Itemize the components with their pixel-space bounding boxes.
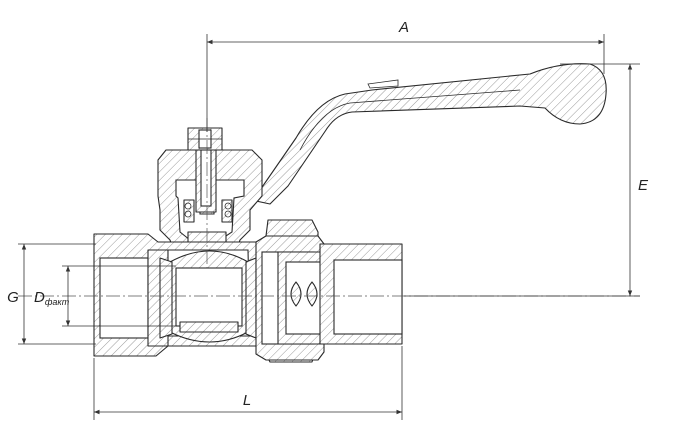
- dimension-d-main: D: [34, 289, 45, 306]
- dimension-e-label: E: [638, 177, 649, 194]
- dimension-a-label: A: [398, 19, 409, 36]
- dimension-g-label: G: [7, 289, 19, 306]
- dimension-g: G: [7, 243, 96, 345]
- dimension-l-label: L: [243, 392, 251, 409]
- dimension-d-fact-label: Dфакт: [34, 289, 70, 307]
- dimension-d-subscript: факт: [45, 297, 70, 307]
- lever-handle: [232, 63, 607, 205]
- right-pipe-end: [319, 243, 403, 345]
- dimension-l: L: [93, 346, 403, 420]
- stem-nut: [187, 127, 223, 151]
- dimension-d-fact: Dфакт: [34, 265, 176, 327]
- dimension-a: A: [206, 19, 605, 132]
- dimension-e: E: [404, 63, 649, 297]
- stem-housing: [157, 149, 263, 263]
